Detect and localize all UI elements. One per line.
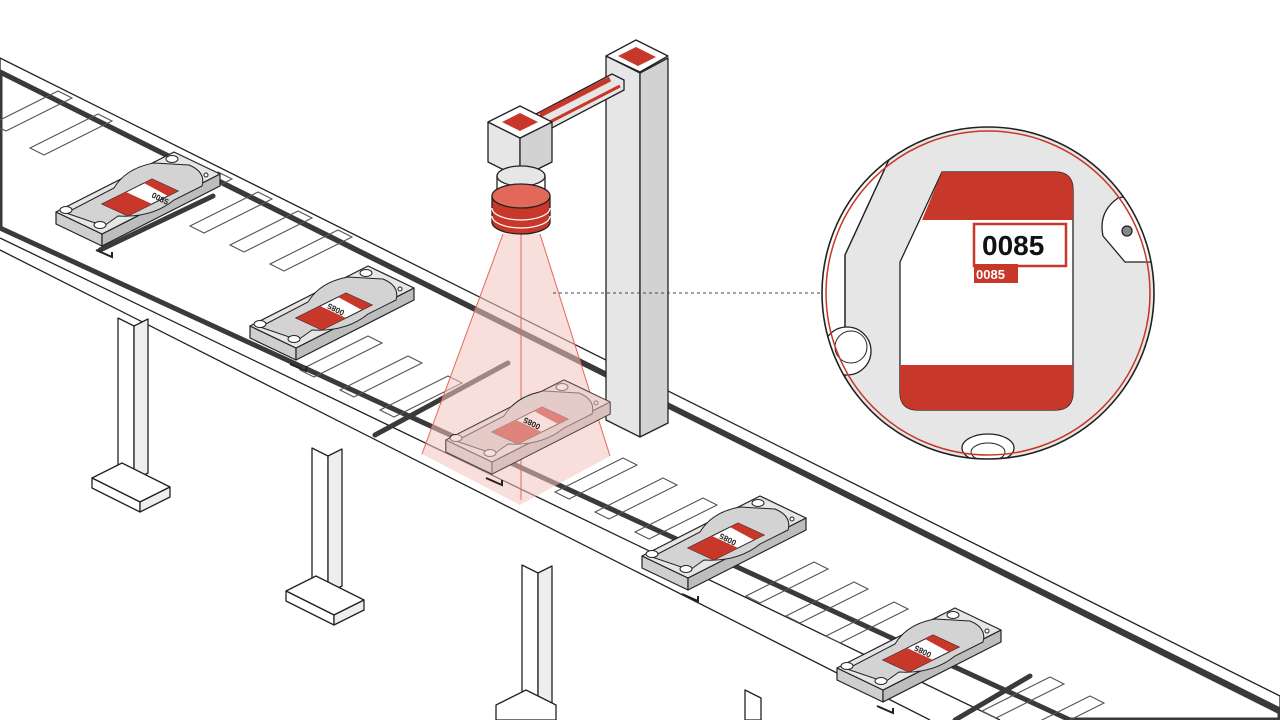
camera-icon	[487, 105, 553, 235]
conveyor-legs	[91, 317, 762, 720]
zoom-circle-border	[821, 126, 1155, 460]
conveyor-leg-3	[495, 564, 557, 720]
conveyor-leg-2	[285, 447, 365, 626]
zoom-code-highlight-box	[972, 222, 1068, 268]
zoom-code-primary: 0085	[982, 230, 1044, 261]
hard-drive-4: 0085	[641, 495, 807, 602]
conveyor-leg-4	[744, 689, 762, 720]
zoom-detail: 0085 0085	[821, 126, 1155, 460]
hard-drive-5: 0085	[836, 607, 1002, 714]
zoom-code-secondary: 0085	[976, 267, 1005, 282]
mount-column-side	[639, 57, 669, 438]
mount-column-front	[605, 55, 641, 438]
camera-mount	[535, 39, 669, 438]
zoom-code-secondary-bg	[974, 264, 1018, 283]
zoom-circle-inner-ring	[825, 130, 1151, 456]
hard-drive-inspected: 0085	[445, 379, 611, 486]
hard-drive-2: 0085	[249, 265, 415, 372]
conveyor-leg-1	[91, 317, 171, 513]
conveyor-slats	[0, 90, 1106, 720]
hard-drive-1: 0085	[55, 151, 221, 258]
